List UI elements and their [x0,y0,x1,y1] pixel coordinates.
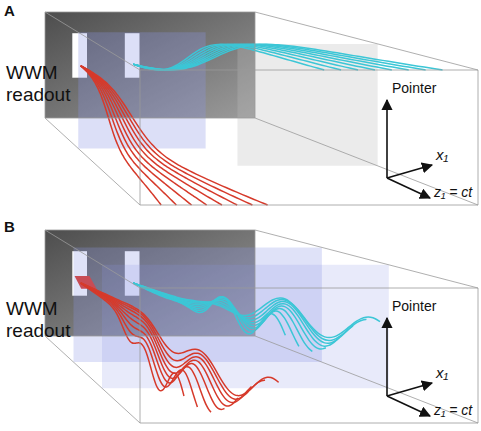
box-edge [140,70,141,205]
axis-label: Pointer [392,80,462,96]
box-edge [140,423,478,424]
box-edge [255,12,256,118]
red-trajectory [81,66,161,205]
red-trajectory [81,66,222,205]
box-edge [255,12,478,70]
box-edge [45,230,255,231]
axis-label: z₁ = ct [434,402,481,418]
cyan-trajectory [133,283,380,338]
readout-label: WWM readout [6,62,86,106]
panel-illustration [45,230,478,423]
axis-arrow [387,178,430,198]
box-edge [45,118,255,119]
axis-arrow [387,383,432,396]
axis-arrow [387,396,430,416]
cyan-trajectory [133,44,425,70]
axis-label: x₁ [436,364,466,381]
axis-arrow [386,318,388,396]
screen-plane [102,265,389,388]
box-edge [45,12,255,13]
axis-arrow [387,165,432,178]
cyan-trajectory [133,283,339,346]
box-edge [140,70,478,71]
box-edge [45,12,140,70]
box-edge [45,118,140,205]
box-edge [478,288,479,423]
box-edge [45,336,255,337]
panel-letter: A [4,2,24,19]
red-trajectory [81,66,268,205]
box-edge [478,70,479,205]
axis-label: x₁ [436,146,466,163]
axis-label: Pointer [392,298,462,314]
box-edge [140,288,141,423]
box-edge [255,230,256,336]
red-trajectory [81,66,237,205]
red-trajectory [81,283,184,396]
box-edge [45,336,140,423]
axis-label: z₁ = ct [434,184,481,200]
readout-label: WWM readout [6,298,86,342]
cyan-trajectory [133,44,442,70]
red-trajectory [81,66,177,205]
box-edge [140,288,478,289]
axis-arrow [386,100,388,178]
box-edge [140,205,478,206]
panel-letter: B [4,218,24,235]
cyan-trajectory [133,283,366,341]
box-edge [255,230,478,288]
panel-illustration [45,12,478,205]
red-trajectory [81,66,253,205]
box-edge [45,230,140,288]
